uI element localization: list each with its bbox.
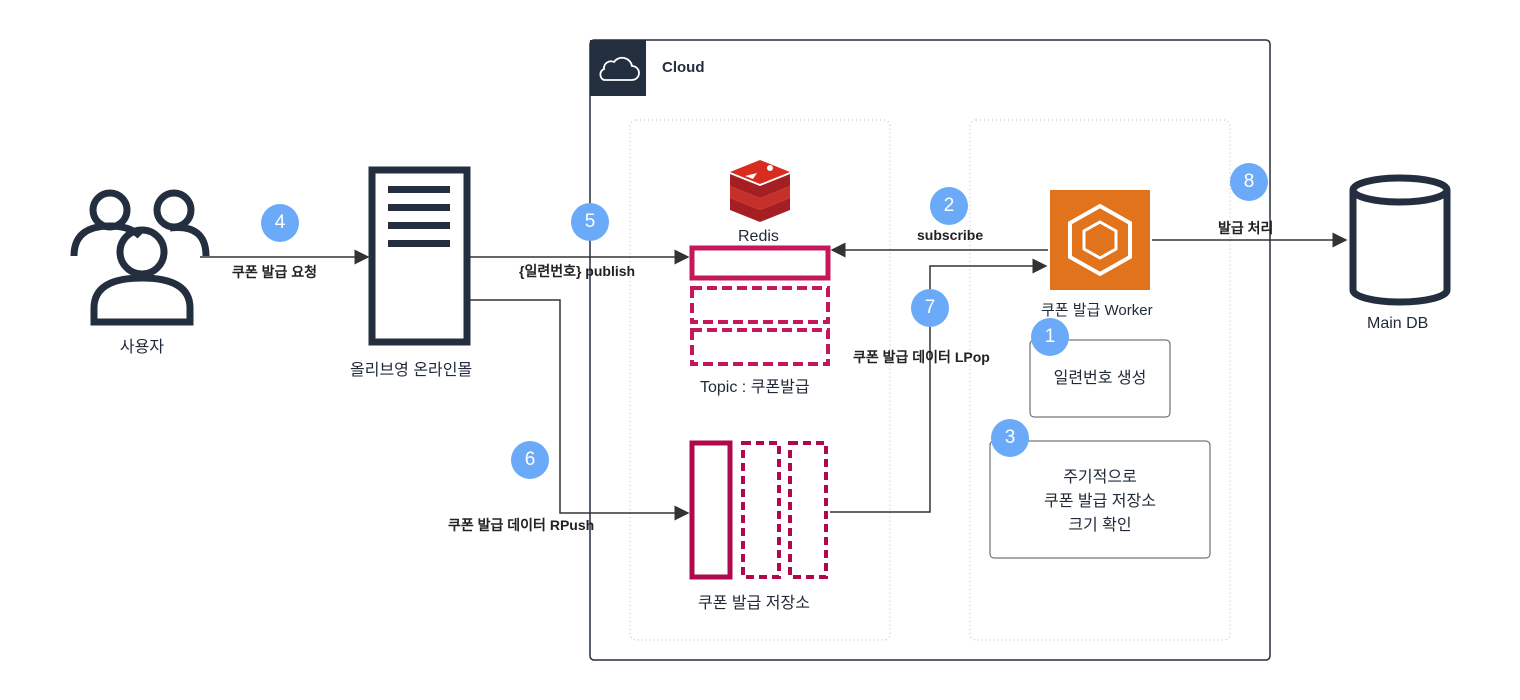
request-label: 쿠폰 발급 요청 <box>232 264 318 280</box>
cloud-label: Cloud <box>662 59 705 76</box>
subscribe-label: subscribe <box>917 227 984 243</box>
check-task-line: 크기 확인 <box>1068 517 1132 534</box>
storage-slot <box>788 441 828 579</box>
topic-head <box>689 245 831 281</box>
step-badge-5: 5 <box>571 203 609 241</box>
lpop-arrow <box>830 258 1048 513</box>
storage-slot <box>741 441 781 579</box>
check-task-box <box>989 440 1211 559</box>
redis-icon <box>730 160 790 222</box>
step-badge-3: 3 <box>991 419 1029 457</box>
topic-label: Topic : 쿠폰발급 <box>700 379 810 396</box>
check-task-line: 주기적으로 <box>1063 469 1137 486</box>
publish-label: {일련번호} publish <box>519 263 636 279</box>
check-task-line: 쿠폰 발급 저장소 <box>1044 493 1156 510</box>
step-badge-2: 2 <box>930 187 968 225</box>
mall-label: 올리브영 온라인몰 <box>350 362 473 379</box>
serial-task-text: 일련번호 생성 <box>1053 370 1147 387</box>
redis-group <box>629 119 891 641</box>
process-label: 발급 처리 <box>1218 220 1274 236</box>
redis-label: Redis <box>738 228 779 245</box>
topic-slot <box>690 286 830 324</box>
database-icon <box>1349 174 1451 306</box>
step-badge-7: 7 <box>911 289 949 327</box>
serial-task-box <box>1029 339 1171 418</box>
server-icon <box>368 166 471 346</box>
step-badge-4: 4 <box>261 204 299 242</box>
worker-icon <box>1050 190 1150 290</box>
db-label: Main DB <box>1367 315 1429 332</box>
rpush-label: 쿠폰 발급 데이터 RPush <box>448 517 595 533</box>
users-label: 사용자 <box>119 339 165 356</box>
step-badge-6: 6 <box>511 441 549 479</box>
topic-slot <box>690 328 830 366</box>
cloud-icon <box>599 56 640 81</box>
storage-label: 쿠폰 발급 저장소 <box>698 595 810 612</box>
worker-group <box>969 119 1231 641</box>
rpush-arrow <box>470 299 690 521</box>
check-task-text: 주기적으로 쿠폰 발급 저장소 크기 확인 <box>990 466 1210 538</box>
worker-label: 쿠폰 발급 Worker <box>1041 302 1153 319</box>
step-badge-1: 1 <box>1031 318 1069 356</box>
cloud-container <box>589 39 1271 661</box>
storage-head <box>689 440 733 580</box>
users-icon <box>70 189 210 326</box>
lpop-label: 쿠폰 발급 데이터 LPop <box>853 349 990 365</box>
step-badge-8: 8 <box>1230 163 1268 201</box>
